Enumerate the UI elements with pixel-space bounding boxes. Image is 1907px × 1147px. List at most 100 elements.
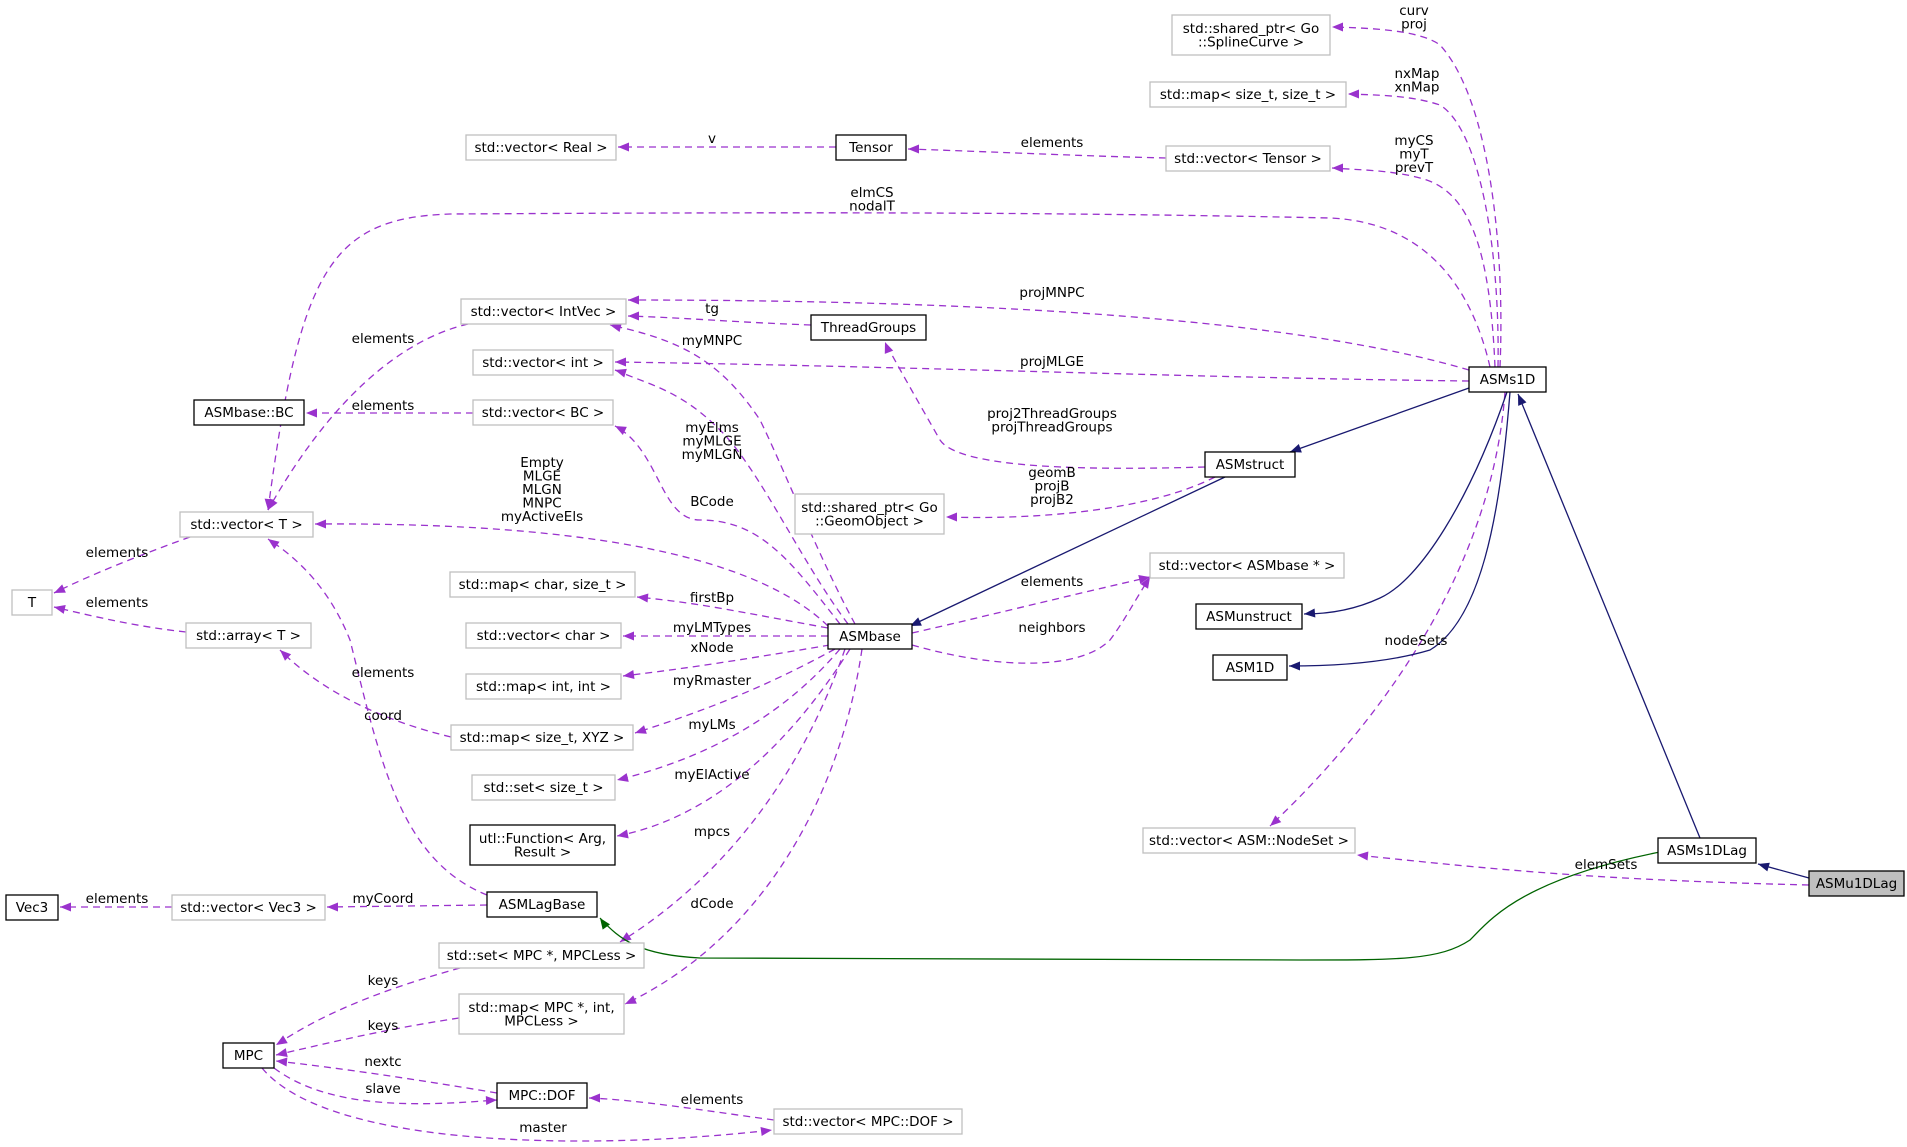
node-map-mpc: std::map< MPC *, int,MPCLess >	[458, 993, 625, 1035]
edge-map-size-t-xyz-array-t-arrowhead	[280, 650, 292, 661]
edge-asmbase-map-int-int	[622, 644, 831, 679]
node-asmbase[interactable]: ASMbase	[827, 623, 913, 650]
node-asm1d[interactable]: ASM1D	[1212, 654, 1288, 681]
edge-asmbase-map-size-t-xyz-arrowhead	[635, 725, 647, 734]
node-box	[1165, 145, 1331, 172]
node-label: Tensor	[848, 140, 893, 156]
node-asmunstruct[interactable]: ASMunstruct	[1195, 603, 1303, 630]
edge-asmbase-utl-function-arrowhead	[617, 829, 629, 839]
node-label: ASMbase	[839, 629, 901, 645]
node-threadgroups[interactable]: ThreadGroups	[810, 314, 927, 341]
node-label: ASMbase::BC	[204, 405, 293, 421]
node-map-size-t-size-t: std::map< size_t, size_t >	[1149, 81, 1347, 108]
edge-asmbase-map-char-size-t-arrowhead	[637, 593, 649, 603]
node-label: std::map< char, size_t >	[459, 577, 627, 593]
node-mpc[interactable]: MPC	[222, 1042, 275, 1069]
node-box	[5, 894, 59, 921]
edge-asmbase-vector-char-arrowhead	[623, 631, 634, 641]
edge-asmbase-set-mpc	[619, 648, 846, 943]
node-label: std::map< MPC *, int,MPCLess >	[468, 1000, 614, 1030]
node-label: std::vector< Tensor >	[1174, 151, 1322, 167]
node-map-char-size-t: std::map< char, size_t >	[449, 571, 636, 598]
node-label: ASM1D	[1226, 660, 1274, 676]
edge-vector-bc-asmbase-bc-arrowhead	[306, 408, 317, 418]
node-label: ASMLagBase	[499, 897, 586, 913]
node-label: ASMstruct	[1216, 457, 1285, 473]
edge-label-v: v	[708, 131, 716, 147]
node-box	[458, 993, 625, 1035]
node-box	[438, 942, 645, 969]
node-label: std::vector< Vec3 >	[180, 900, 317, 916]
node-box	[496, 1082, 588, 1109]
node-box	[1657, 837, 1757, 864]
node-label: ASMu1DLag	[1816, 876, 1897, 892]
node-box	[794, 493, 945, 535]
node-box	[185, 622, 312, 649]
edge-label-elements-intvec: elements	[352, 331, 415, 347]
node-vec3[interactable]: Vec3	[5, 894, 59, 921]
node-label: std::vector< Real >	[474, 140, 607, 156]
edge-asms1d-vector-nodeset	[1269, 391, 1506, 827]
edge-label-nextc: nextc	[364, 1054, 401, 1070]
edge-asmlagbase-asms1dlag-arrowhead	[600, 918, 611, 930]
node-box	[179, 511, 314, 538]
node-vector-bc: std::vector< BC >	[472, 399, 614, 426]
node-asms1d[interactable]: ASMs1D	[1468, 366, 1547, 393]
node-box	[1195, 603, 1303, 630]
node-label: std::shared_ptr< Go::SplineCurve >	[1183, 21, 1319, 51]
edge-label-dcode: dCode	[690, 896, 733, 912]
edge-label-nodesets: nodeSets	[1385, 633, 1448, 649]
node-asmstruct[interactable]: ASMstruct	[1204, 451, 1296, 478]
node-asmu1dlag[interactable]: ASMu1DLag	[1808, 870, 1905, 897]
node-vector-nodeset: std::vector< ASM::NodeSet >	[1142, 827, 1356, 854]
edge-asmlagbase-vector-t	[267, 538, 488, 896]
node-label: ThreadGroups	[820, 320, 916, 336]
edge-label-elements-vec3: elements	[86, 891, 149, 907]
node-asms1dlag[interactable]: ASMs1DLag	[1657, 837, 1757, 864]
node-tensor[interactable]: Tensor	[835, 134, 907, 161]
edge-label-mymnpc: myMNPC	[682, 333, 742, 349]
edge-map-mpc-mpc-arrowhead	[276, 1048, 288, 1057]
edge-asmbase-vector-asmbase-neighbors	[911, 576, 1151, 664]
node-label: utl::Function< Arg,Result >	[479, 831, 606, 861]
node-mpc-dof[interactable]: MPC::DOF	[496, 1082, 588, 1109]
edge-label-mpcs: mpcs	[694, 824, 730, 840]
edge-label-myrmaster: myRmaster	[673, 673, 752, 689]
node-box	[1149, 81, 1347, 108]
node-label: std::vector< BC >	[482, 405, 604, 421]
node-box	[171, 894, 326, 921]
edge-label-keys-map: keys	[368, 1018, 399, 1034]
edge-label-elements-xyz: elements	[352, 665, 415, 681]
node-vector-mpc-dof: std::vector< MPC::DOF >	[773, 1108, 963, 1135]
edge-mpc-dof-mpc	[275, 1057, 498, 1094]
node-label: ASMs1DLag	[1667, 843, 1747, 859]
edge-asms1dlag-asmu1dlag-arrowhead	[1758, 862, 1770, 872]
node-label: std::map< size_t, size_t >	[1160, 87, 1336, 103]
edge-threadgroups-vector-intvec	[627, 311, 812, 326]
edge-mpc-mpc-dof	[273, 1067, 498, 1105]
edge-vector-intvec-vector-t-arrowhead	[268, 498, 278, 510]
node-box	[810, 314, 927, 341]
edge-asms1d-vector-t	[264, 212, 1491, 511]
edge-asms1d-vector-intvec	[627, 295, 1470, 371]
edge-vector-tensor-tensor	[907, 144, 1167, 159]
node-label: std::vector< MPC::DOF >	[782, 1114, 953, 1130]
edge-asms1d-shared-ptr-spline-arrowhead	[1332, 22, 1343, 32]
node-box	[773, 1108, 963, 1135]
edge-asmbase-set-size-t	[616, 648, 841, 782]
edge-vector-tensor-tensor-arrowhead	[908, 144, 919, 154]
node-asmlagbase[interactable]: ASMLagBase	[486, 891, 598, 918]
node-box	[193, 399, 305, 426]
edge-asmbase-vector-int-arrowhead	[615, 368, 627, 378]
node-box	[469, 824, 616, 866]
node-array-t: std::array< T >	[185, 622, 312, 649]
node-vector-vec3: std::vector< Vec3 >	[171, 894, 326, 921]
edge-asmu1dlag-vector-nodeset-arrowhead	[1357, 851, 1369, 861]
node-utl-function[interactable]: utl::Function< Arg,Result >	[469, 824, 616, 866]
edge-label-coord: coord	[364, 708, 402, 724]
node-asmbase-bc[interactable]: ASMbase::BC	[193, 399, 305, 426]
